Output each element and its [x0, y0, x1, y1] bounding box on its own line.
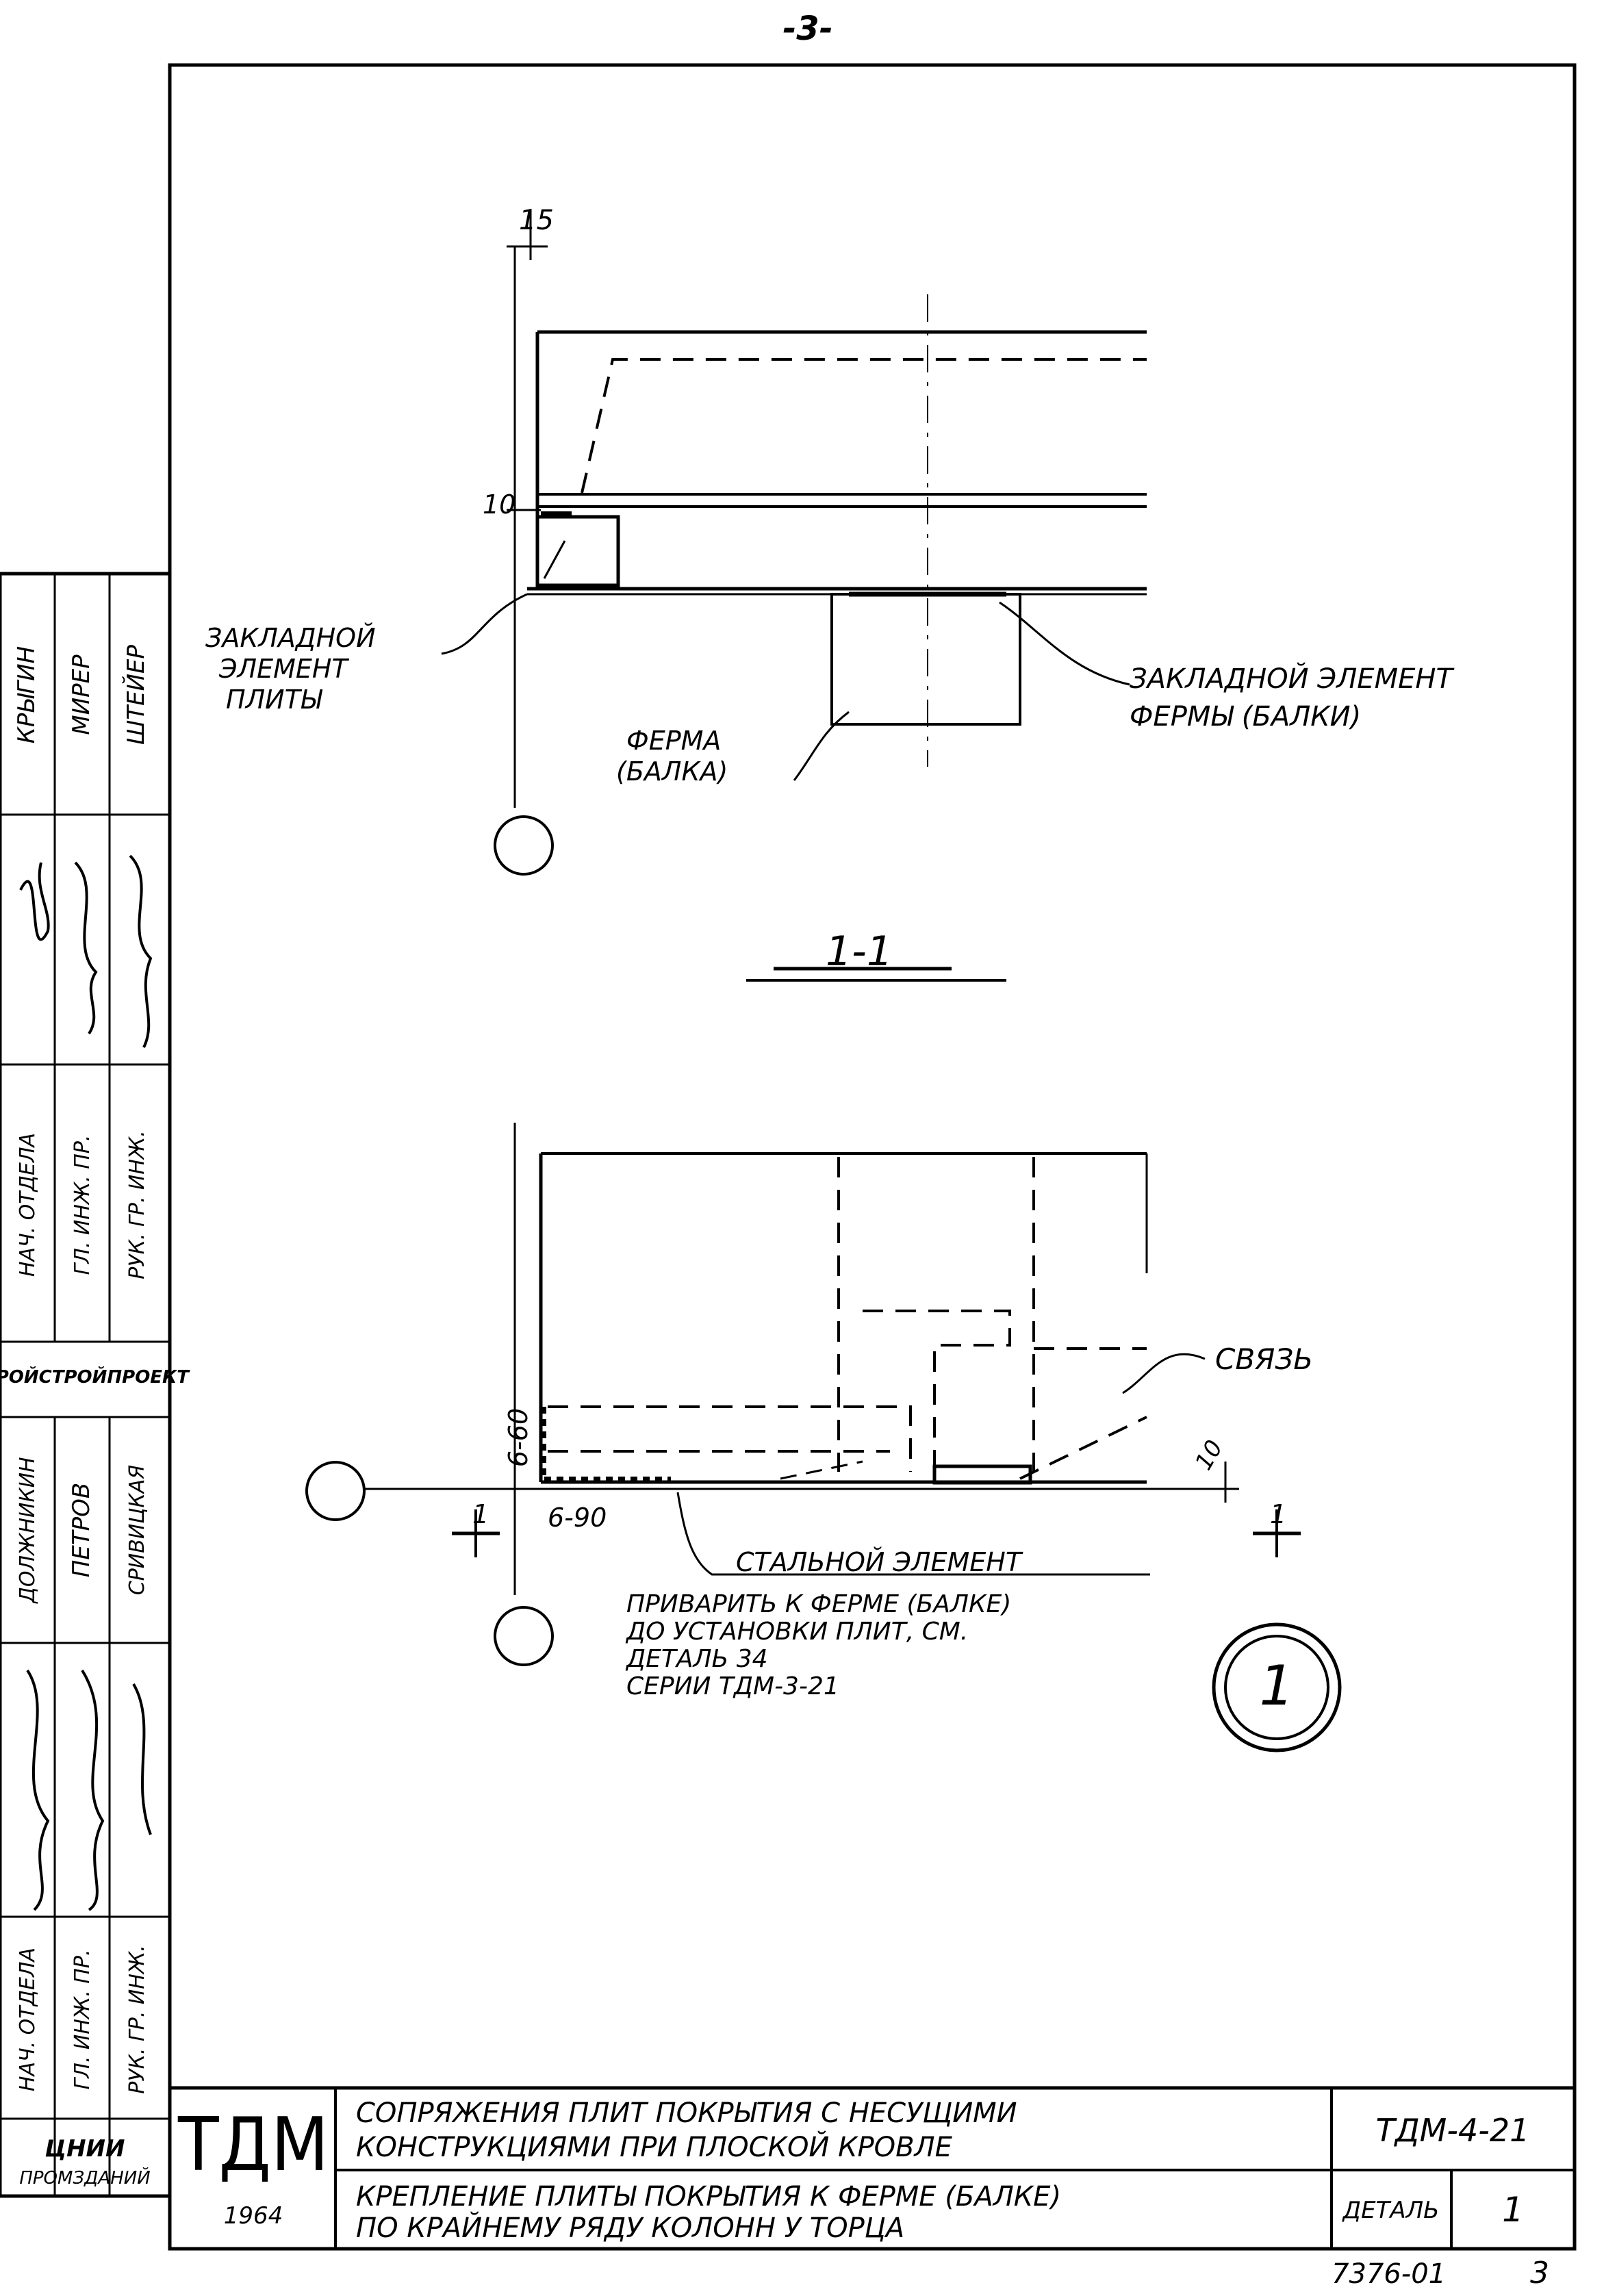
- year: 1964: [224, 2202, 283, 2230]
- label-truss-embed-2: ФЕРМЫ (БАЛКИ): [1130, 701, 1361, 732]
- stamp-upper-name-3: ШТЕЙЕР: [122, 644, 150, 745]
- stamp-bottom-org-2: ПРОМЗДАНИЙ: [19, 2167, 150, 2189]
- stamp-lower-role-1: НАЧ. ОТДЕЛА: [16, 1948, 40, 2091]
- axis-bubble-left: [305, 1461, 366, 1521]
- drawing-frame: [168, 63, 1577, 2251]
- stamp-lower-role-3: РУК. ГР. ИНЖ.: [125, 1945, 149, 2093]
- detail-callout: 1: [1212, 1622, 1342, 1752]
- stamp-upper-role-3: РУК. ГР. ИНЖ.: [125, 1130, 149, 1279]
- label-truss-embed-1: ЗАКЛАДНОЙ ЭЛЕМЕНТ: [1130, 662, 1455, 695]
- label-brace: СВЯЗЬ: [1215, 1342, 1313, 1376]
- detail-label: ДЕТАЛЬ: [1342, 2197, 1440, 2224]
- section-marker-right: 1: [1253, 1499, 1301, 1557]
- section-mark: 1-1: [746, 928, 1006, 982]
- axis-bubble-bottom: [494, 1606, 554, 1666]
- axis-bubble-top: [494, 815, 554, 876]
- note-line-1: ПРИВАРИТЬ К ФЕРМЕ (БАЛКЕ): [626, 1590, 1011, 1618]
- stamp-bottom-org-1: ЦНИИ: [45, 2135, 125, 2163]
- dim-top: 15: [519, 205, 554, 236]
- title-line-1: СОПРЯЖЕНИЯ ПЛИТ ПОКРЫТИЯ С НЕСУЩИМИ: [356, 2097, 1017, 2129]
- subtitle-line-2: ПО КРАЙНЕМУ РЯДУ КОЛОНН У ТОРЦА: [356, 2211, 904, 2244]
- detail-number: 1: [1502, 2190, 1524, 2230]
- label-plate-embed-1: ЗАКЛАДНОЙ: [205, 623, 376, 653]
- stamp-lower-role-2: ГЛ. ИНЖ. ПР.: [71, 1950, 94, 2090]
- top-view: 15 10 ЗАКЛАДНОЙ ЭЛЕМЕНТ ПЛИТЫ ЗАКЛАДНОЙ …: [205, 205, 1455, 876]
- side-stamp: КРЫГИН МИРЕР ШТЕЙЕР НАЧ. ОТДЕЛА ГЛ. ИНЖ.…: [0, 572, 190, 2198]
- page-number: -3-: [782, 10, 832, 48]
- label-plate-embed-2: ЭЛЕМЕНТ: [218, 654, 349, 684]
- bottom-view: 6-60 6-90 10 1 1 СВЯЗЬ СТАЛЬНОЙ ЭЛЕМЕНТ …: [305, 1123, 1313, 1700]
- truss-web: [830, 593, 1021, 726]
- stamp-upper-name-2: МИРЕР: [68, 654, 95, 735]
- title-line-2: КОНСТРУКЦИЯМИ ПРИ ПЛОСКОЙ КРОВЛЕ: [356, 2130, 953, 2163]
- stamp-lower-name-2: ПЕТРОВ: [68, 1483, 95, 1577]
- section-marker-left: 1: [452, 1499, 500, 1557]
- title-block: ТДМ 1964 СОПРЯЖЕНИЯ ПЛИТ ПОКРЫТИЯ С НЕСУ…: [168, 2086, 1577, 2251]
- stamp-lower-name-1: ДОЛЖНИКИН: [16, 1457, 40, 1604]
- label-plate-embed-3: ПЛИТЫ: [226, 685, 323, 715]
- stamp-lower-signatures: [26, 1669, 152, 1911]
- note-line-4: СЕРИИ ТДМ-3-21: [626, 1672, 839, 1700]
- label-truss-2: (БАЛКА): [616, 756, 728, 787]
- weld-vertical: 6-60: [503, 1408, 533, 1467]
- label-steel: СТАЛЬНОЙ ЭЛЕМЕНТ: [736, 1547, 1023, 1577]
- svg-text:1: 1: [1270, 1499, 1286, 1529]
- stamp-upper-signatures: [19, 854, 153, 1048]
- footer-code: 7376-01: [1332, 2258, 1446, 2290]
- stamp-lower-name-3: СРИВИЦКАЯ: [125, 1465, 149, 1596]
- stamp-upper-name-1: КРЫГИН: [13, 646, 40, 743]
- dim-right: 10: [1190, 1436, 1228, 1475]
- dim-side: 10: [483, 489, 515, 520]
- stamp-upper-role-2: ГЛ. ИНЖ. ПР.: [71, 1135, 94, 1275]
- weld-horizontal: 6-90: [548, 1503, 607, 1533]
- note-line-3: ДЕТАЛЬ 34: [625, 1645, 768, 1673]
- subtitle-line-1: КРЕПЛЕНИЕ ПЛИТЫ ПОКРЫТИЯ К ФЕРМЕ (БАЛКЕ): [356, 2181, 1061, 2212]
- steel-element: [932, 1464, 1032, 1485]
- series: ТДМ-4-21: [1376, 2112, 1530, 2149]
- stamp-org: ПРОЙСТРОЙПРОЕКТ: [0, 1366, 190, 1388]
- note-line-2: ДО УСТАНОВКИ ПЛИТ, СМ.: [625, 1618, 968, 1646]
- tdm-logo: ТДМ: [177, 2102, 329, 2188]
- stamp-upper-role-1: НАЧ. ОТДЕЛА: [16, 1133, 40, 1277]
- plate-embed: [535, 515, 620, 587]
- label-truss-1: ФЕРМА: [626, 726, 721, 756]
- footer-sheet: 3: [1530, 2256, 1549, 2291]
- svg-text:1: 1: [1260, 1654, 1295, 1718]
